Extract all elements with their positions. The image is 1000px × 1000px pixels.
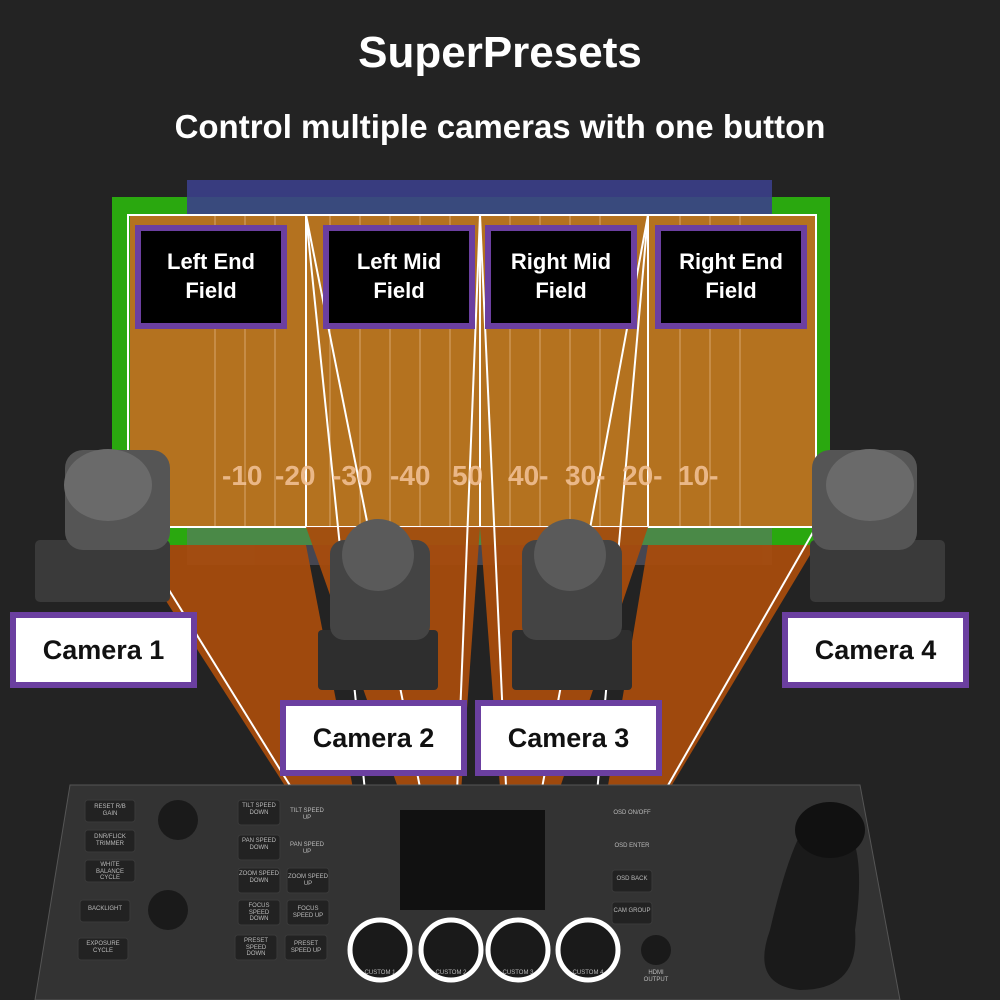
button-label: DNR/FLICK TRIMMER: [94, 834, 126, 847]
blue-band: [187, 180, 772, 215]
button-label: EXPOSURE CYCLE: [86, 941, 120, 954]
zone-label-right-end: Right End Field: [655, 225, 807, 329]
yard-number: -40: [390, 460, 431, 491]
yard-number: -10: [222, 460, 263, 491]
ptz-controller: [34, 784, 901, 1000]
button-label: OSD BACK: [616, 876, 648, 882]
button-label: BACKLIGHT: [87, 906, 122, 912]
yard-number: 40-: [508, 460, 549, 491]
button-label: PAN SPEED DOWN: [242, 838, 276, 851]
custom-button-3[interactable]: CUSTOM 3: [502, 970, 534, 976]
zone-label-left-end: Left End Field: [135, 225, 287, 329]
page-title: SuperPresets: [358, 28, 642, 77]
button-label: PRESET SPEED DOWN: [243, 938, 268, 958]
custom-button-rings: [347, 917, 621, 983]
knob-1: [158, 800, 198, 840]
yard-number: -20: [275, 460, 316, 491]
yard-number: -30: [332, 460, 373, 491]
camera-1-device: [35, 449, 170, 602]
camera-4-label: Camera 4: [782, 612, 969, 688]
yard-number: 30-: [565, 460, 606, 491]
camera-2-device: [318, 519, 438, 690]
yard-number: 50: [452, 460, 484, 491]
button-label: TILT SPEED UP: [290, 808, 324, 821]
controller-screen: [400, 810, 545, 910]
page-subtitle: Control multiple cameras with one button: [174, 108, 826, 145]
knob-2: [148, 890, 188, 930]
button-label: ZOOM SPEED UP: [288, 874, 329, 887]
camera-3-label: Camera 3: [475, 700, 662, 776]
camera-4-device: [810, 449, 945, 602]
button-label: FOCUS SPEED DOWN: [248, 903, 270, 923]
yard-number: 20-: [622, 460, 663, 491]
button-label: WHITE BALANCE CYCLE: [95, 862, 124, 882]
zone-outline-4: [647, 214, 817, 528]
button-label: ZOOM SPEED DOWN: [239, 871, 280, 884]
button-label: OSD ENTER: [614, 843, 650, 849]
button-label: PAN SPEED UP: [290, 842, 324, 855]
camera-3-device: [512, 519, 632, 690]
button-label: PRESET SPEED UP: [290, 941, 322, 954]
yard-number: 10-: [678, 460, 719, 491]
camera-2-label: Camera 2: [280, 700, 467, 776]
button-label: HDMI OUTPUT: [643, 970, 669, 983]
button-label: CAM GROUP: [613, 908, 651, 914]
custom-button-4[interactable]: CUSTOM 4: [572, 970, 604, 976]
camera-1-label: Camera 1: [10, 612, 197, 688]
button-label: OSD ON/OFF: [613, 810, 651, 816]
button-label: RESET R/B GAIN: [94, 804, 126, 817]
custom-button-2[interactable]: CUSTOM 2: [435, 970, 467, 976]
button-label: TILT SPEED DOWN: [242, 803, 276, 816]
zone-label-right-mid: Right Mid Field: [485, 225, 637, 329]
button-label: FOCUS SPEED UP: [292, 906, 324, 919]
zone-label-left-mid: Left Mid Field: [323, 225, 475, 329]
custom-button-1[interactable]: CUSTOM 1: [364, 970, 396, 976]
